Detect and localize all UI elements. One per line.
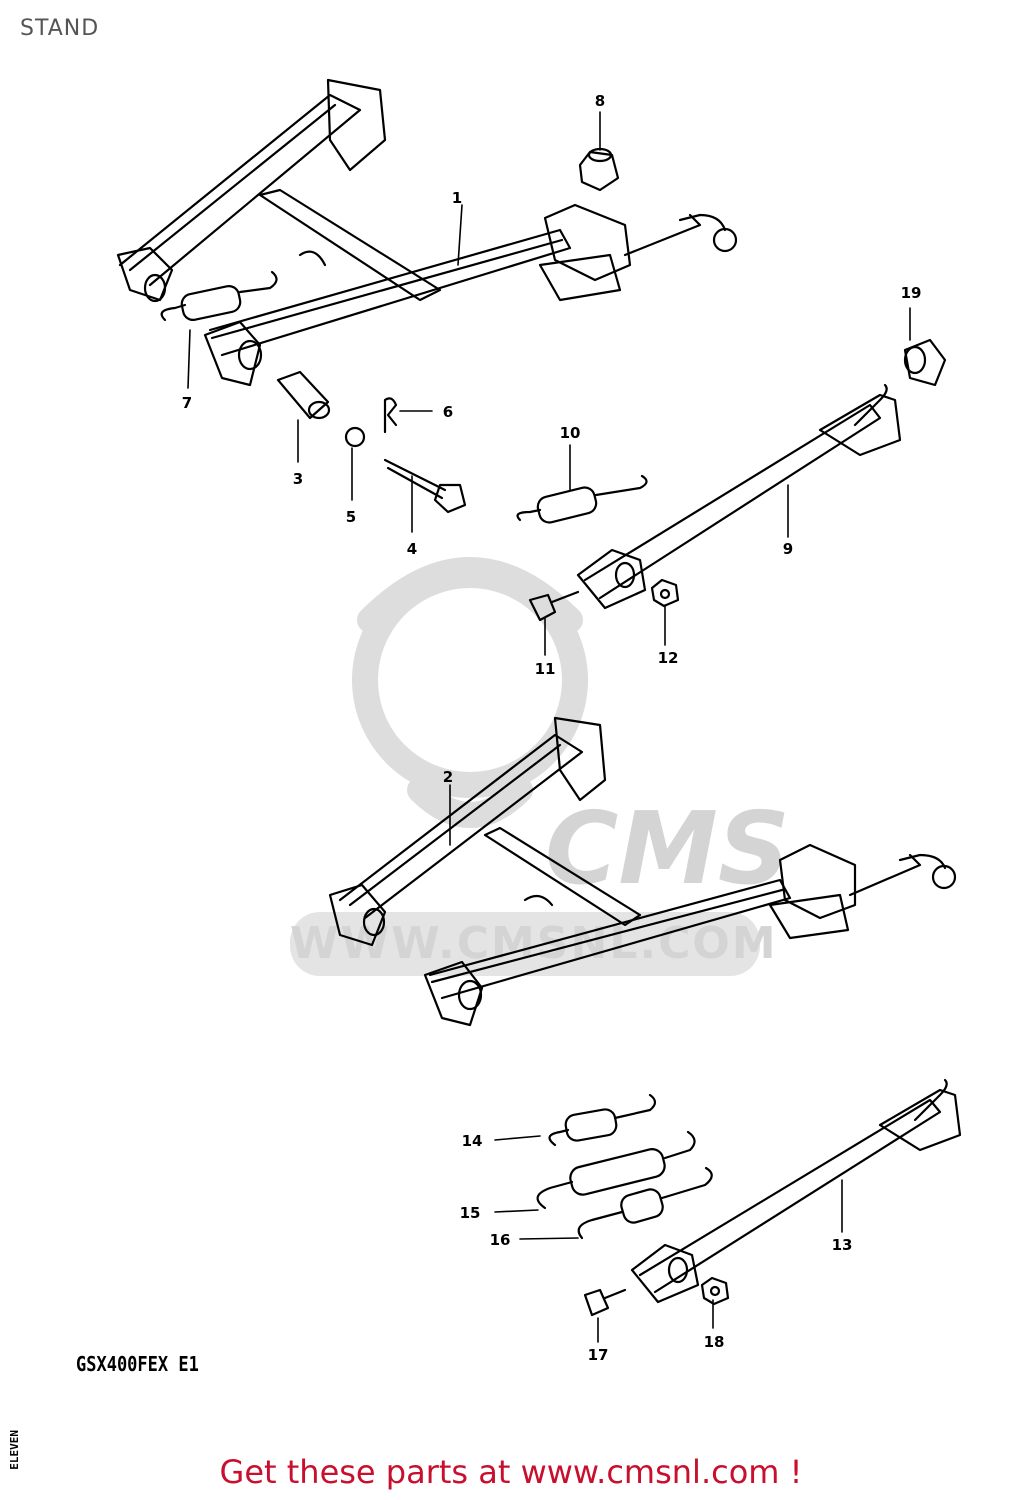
- callout-19: 19: [901, 284, 922, 302]
- callout-15: 15: [460, 1204, 481, 1222]
- page-title: STAND: [20, 16, 100, 41]
- callout-18: 18: [704, 1333, 725, 1351]
- spring-15-icon: [536, 1130, 696, 1210]
- rubber-stopper-icon: [578, 147, 620, 192]
- callout-11: 11: [535, 660, 556, 678]
- model-code: GSX400FEX E1: [76, 1352, 199, 1376]
- side-stand-alt-bolt-icon: [583, 1288, 627, 1317]
- side-stand-spring-icon: [516, 474, 648, 524]
- side-stand-alt-icon: [630, 1078, 962, 1304]
- bolt-icon: [383, 458, 467, 514]
- callout-2: 2: [443, 768, 453, 786]
- callout-6: 6: [443, 403, 453, 421]
- side-stand-rubber-icon: [903, 338, 947, 387]
- side-stand-icon: [576, 383, 902, 610]
- callout-13: 13: [832, 1236, 853, 1254]
- footer-link[interactable]: Get these parts at www.cmsnl.com !: [219, 1453, 803, 1491]
- clip-icon: [383, 397, 398, 434]
- callout-1: 1: [452, 189, 462, 207]
- washer-icon: [344, 426, 366, 448]
- spacer-icon: [276, 370, 331, 420]
- center-stand-icon: [116, 78, 738, 387]
- side-stand-alt-nut-icon: [700, 1276, 730, 1306]
- callout-12: 12: [658, 649, 679, 667]
- callout-7: 7: [182, 394, 192, 412]
- callout-3: 3: [293, 470, 303, 488]
- callout-4: 4: [407, 540, 417, 558]
- side-stand-bolt-icon: [528, 590, 580, 622]
- center-stand-alt-icon: [328, 716, 957, 1027]
- spring-14-icon: [548, 1093, 657, 1147]
- callout-10: 10: [560, 424, 581, 442]
- leader-lines: [187, 111, 911, 1343]
- callout-16: 16: [490, 1231, 511, 1249]
- nut-icon: [650, 578, 680, 608]
- callout-14: 14: [462, 1132, 483, 1150]
- callout-labels: 1 2 3 4 5 6 7 8 9 10 11 12 13 14 15 16 1…: [182, 92, 922, 1364]
- callout-17: 17: [588, 1346, 609, 1364]
- callout-5: 5: [346, 508, 356, 526]
- callout-8: 8: [595, 92, 605, 110]
- spring-icon: [160, 270, 278, 322]
- spring-16-icon: [577, 1166, 713, 1240]
- callout-9: 9: [783, 540, 793, 558]
